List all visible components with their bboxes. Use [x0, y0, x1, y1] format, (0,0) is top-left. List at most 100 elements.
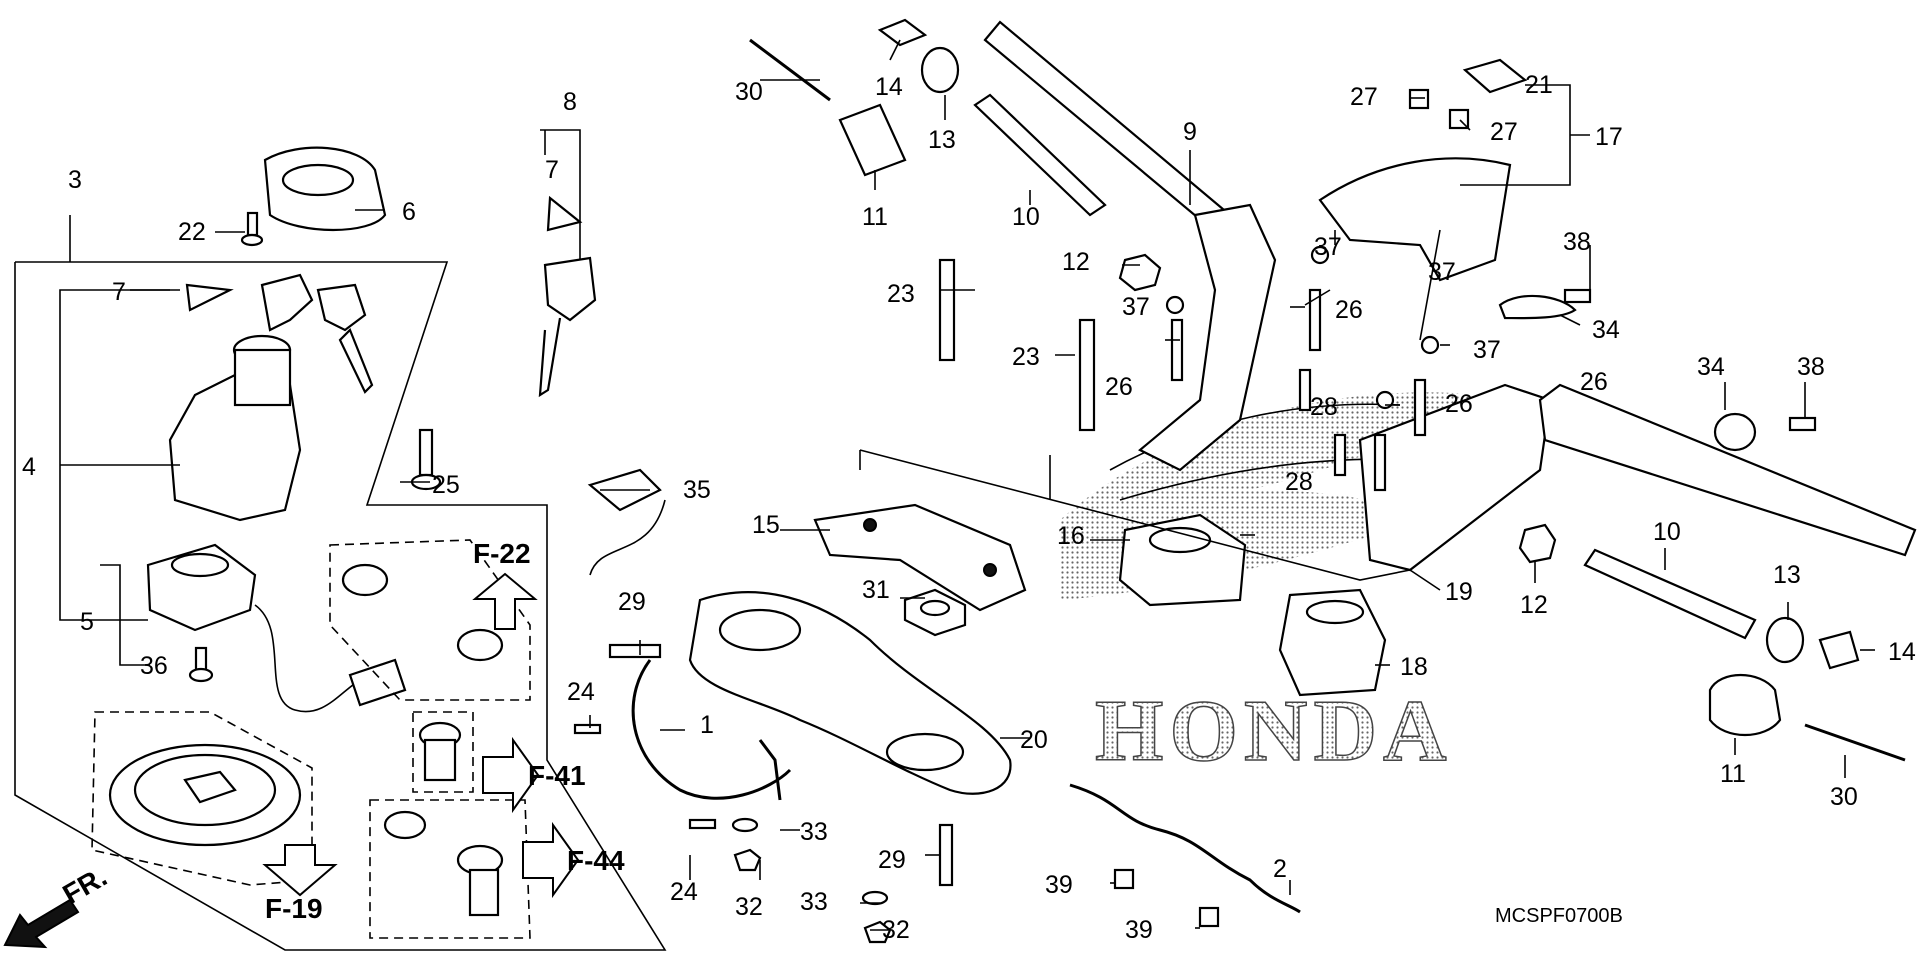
callout-29a: 29 [618, 588, 646, 616]
part-16-holder [1118, 513, 1247, 607]
callout-32a: 32 [735, 893, 763, 921]
callout-24b: 24 [670, 878, 698, 906]
callout-39b: 39 [1125, 916, 1153, 944]
part-39-bolt [1113, 868, 1220, 928]
drawing-code: MCSPF0700B [1495, 905, 1623, 927]
part-33-washer [731, 817, 889, 906]
callout-26b: 26 [1335, 296, 1363, 324]
callout-37a: 37 [1314, 233, 1342, 261]
callout-34a: 34 [1592, 316, 1620, 344]
callout-35: 35 [683, 476, 711, 504]
ref-arrow-f19 [262, 844, 338, 897]
callout-28a: 28 [1310, 393, 1338, 421]
part-9-left-handlebar [983, 20, 1277, 472]
part-27-screw [1408, 88, 1470, 130]
part-34-clamp [1498, 294, 1757, 452]
part-12-rubber [1118, 253, 1557, 564]
callout-9: 9 [1183, 118, 1197, 146]
honda-watermark: HONDA [1095, 683, 1453, 780]
part-32-nut [733, 848, 892, 944]
callout-4: 4 [22, 453, 36, 481]
callout-22: 22 [178, 218, 206, 246]
callout-14a: 14 [875, 73, 903, 101]
part-7-cap [185, 195, 583, 312]
callout-8: 8 [563, 88, 577, 116]
callout-2: 2 [1273, 855, 1287, 883]
callout-30a: 30 [735, 78, 763, 106]
lock-cylinders [329, 539, 531, 939]
part-21-plate [1462, 58, 1528, 94]
part-6-cover [263, 146, 387, 232]
part-29-bolt [608, 643, 954, 887]
callout-10a: 10 [1012, 203, 1040, 231]
callout-10b: 10 [1653, 518, 1681, 546]
part-8-key [538, 256, 597, 398]
ignition-group-bracket [14, 261, 667, 951]
callout-11a: 11 [862, 203, 888, 231]
callout-27b: 27 [1490, 118, 1518, 146]
callout-30b: 30 [1830, 783, 1858, 811]
part-14-clip [877, 18, 1860, 670]
part-18-holder [1278, 588, 1387, 697]
callout-29b: 29 [878, 846, 906, 874]
callout-38b: 38 [1797, 353, 1825, 381]
part-10-inner-weight [973, 93, 1757, 640]
part-38-bolt [1563, 288, 1817, 432]
ref-f19[interactable]: F-19 [265, 893, 323, 924]
part-23-bolt [938, 258, 1096, 432]
callout-labels: 1 2 3 4 5 6 7 7 8 9 10 10 11 11 12 12 13… [22, 71, 1916, 944]
ref-f41[interactable]: F-41 [528, 760, 586, 791]
part-35-clamp [587, 468, 666, 576]
callout-11b: 11 [1720, 760, 1746, 788]
callout-13b: 13 [1773, 561, 1801, 589]
part-5-switch-unit [146, 543, 407, 713]
fuel-cap-assembly [91, 711, 313, 886]
callout-33a: 33 [800, 818, 828, 846]
part-17-top-cover [1318, 157, 1512, 282]
callout-23a: 23 [887, 280, 915, 308]
part-28-bolt [1298, 368, 1347, 477]
callout-28b: 28 [1285, 468, 1313, 496]
callout-7a: 7 [112, 278, 126, 306]
part-11-end-weight [838, 103, 1782, 737]
callout-12b: 12 [1520, 591, 1548, 619]
callout-18: 18 [1400, 653, 1428, 681]
callout-37b: 37 [1122, 293, 1150, 321]
callout-5: 5 [80, 608, 94, 636]
callout-31: 31 [862, 576, 890, 604]
callout-19: 19 [1445, 578, 1473, 606]
callout-38a: 38 [1563, 228, 1591, 256]
part-37-cap [1165, 245, 1440, 410]
callout-12a: 12 [1062, 248, 1090, 276]
part-31-stem-nut [903, 588, 967, 637]
ref-f44[interactable]: F-44 [567, 845, 625, 876]
leader-lines [59, 39, 1875, 931]
part-20-bottom-bridge [688, 591, 1012, 795]
callout-7b: 7 [545, 156, 559, 184]
callout-14b: 14 [1888, 638, 1916, 666]
callout-20: 20 [1020, 726, 1048, 754]
front-direction-arrow: FR. [3, 861, 112, 949]
callout-23b: 23 [1012, 343, 1040, 371]
part-15-top-bridge [813, 503, 1027, 612]
callout-27a: 27 [1350, 83, 1378, 111]
callout-32b: 32 [882, 916, 910, 944]
callout-26d: 26 [1580, 368, 1608, 396]
callout-26c: 26 [1445, 390, 1473, 418]
part-36-screw [188, 646, 214, 683]
part-26-bolt [1170, 288, 1427, 492]
callout-37c: 37 [1428, 258, 1456, 286]
callout-13a: 13 [928, 126, 956, 154]
callout-16: 16 [1057, 522, 1085, 550]
callout-21: 21 [1525, 71, 1553, 99]
callout-17: 17 [1595, 123, 1623, 151]
callout-34b: 34 [1697, 353, 1725, 381]
ref-f22[interactable]: F-22 [473, 538, 531, 569]
part-24-screw [573, 723, 717, 830]
callout-3: 3 [68, 166, 82, 194]
part-13-bushing [920, 46, 1805, 664]
part-30-bolt [749, 38, 1906, 762]
callout-36: 36 [140, 652, 168, 680]
ref-arrow-f44 [522, 821, 580, 899]
